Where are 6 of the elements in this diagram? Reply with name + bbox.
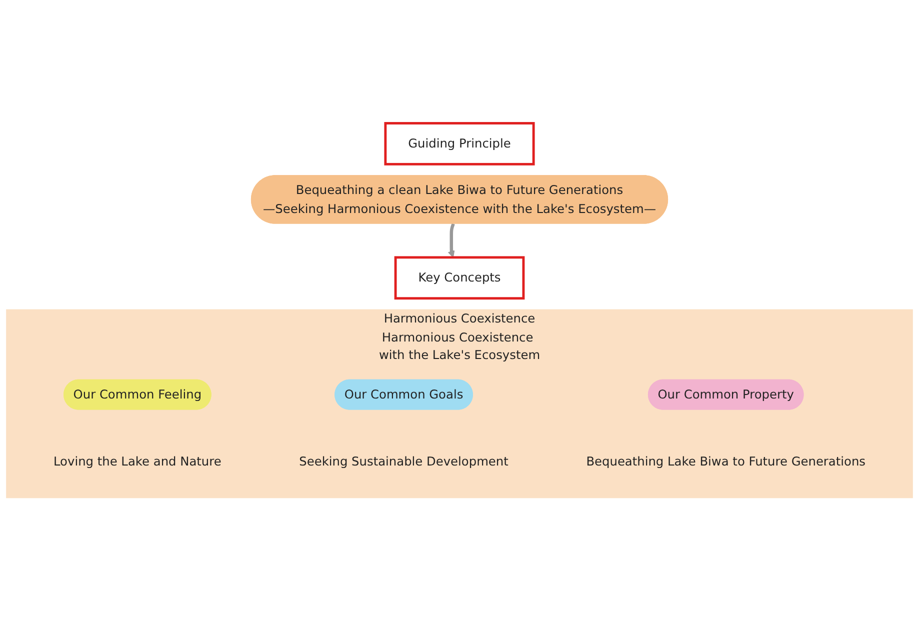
node-box: Guiding Principle — [384, 122, 535, 166]
node-label: Loving the Lake and Nature — [54, 454, 222, 469]
node-label: Seeking Sustainable Development — [299, 454, 508, 469]
node-label: Bequeathing Lake Biwa to Future Generations — [586, 454, 866, 469]
node-box: Key Concepts — [394, 256, 525, 300]
arrow — [448, 223, 455, 258]
